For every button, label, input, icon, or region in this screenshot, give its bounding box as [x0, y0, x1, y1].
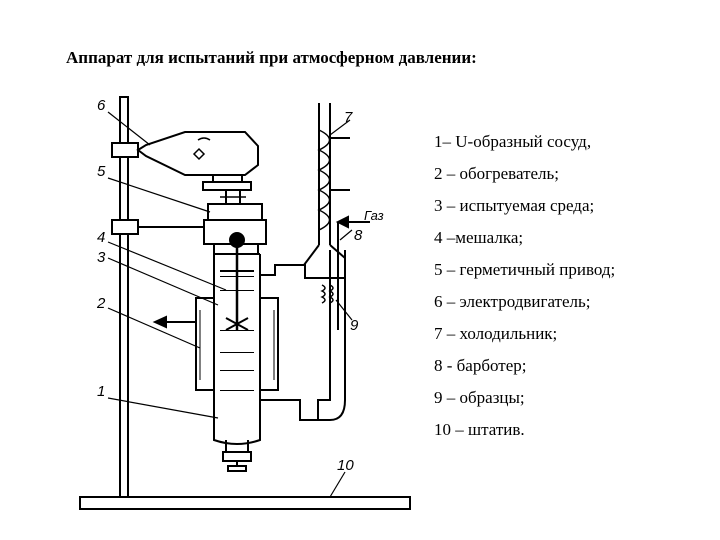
callout-8: 8 [354, 227, 363, 244]
callout-5: 5 [97, 163, 106, 180]
legend-item-10: 10 – штатив. [434, 420, 525, 439]
outlet-arrow [152, 315, 196, 329]
callout-1: 1 [97, 383, 105, 400]
gas-label: Газ [364, 208, 384, 223]
leader-lines [107, 111, 353, 498]
coupling [220, 189, 246, 205]
callout-3: 3 [97, 249, 106, 266]
bubbler [335, 215, 370, 330]
heater [195, 297, 279, 391]
legend-item-1: 1– U-образный сосуд, [434, 132, 592, 151]
callout-9: 9 [350, 317, 359, 334]
callout-6: 6 [97, 97, 106, 114]
condenser [303, 103, 350, 266]
legend-item-5: 5 – герметичный привод; [434, 260, 616, 279]
callout-10: 10 [337, 457, 354, 474]
legend-item-7: 7 – холодильник; [434, 324, 558, 343]
callout-7: 7 [344, 109, 353, 126]
stirrer [225, 247, 249, 331]
hermetic-drive [111, 203, 267, 254]
legend-item-6: 6 – электродвигатель; [434, 292, 591, 311]
legend-item-9: 9 – образцы; [434, 388, 525, 407]
legend-item-3: 3 – испытуемая среда; [434, 196, 595, 215]
stand [79, 96, 411, 510]
callout-4: 4 [97, 229, 105, 246]
callout-2: 2 [96, 295, 106, 312]
page-title: Аппарат для испытаний при атмосферном да… [66, 48, 477, 67]
legend-item-8: 8 - барботер; [434, 356, 527, 375]
legend-item-2: 2 – обогреватель; [434, 164, 560, 183]
legend: 1– U-образный сосуд, 2 – обогреватель; 3… [434, 126, 720, 446]
legend-item-4: 4 –мешалка; [434, 228, 524, 247]
electric-motor [111, 131, 259, 200]
samples [320, 284, 334, 304]
